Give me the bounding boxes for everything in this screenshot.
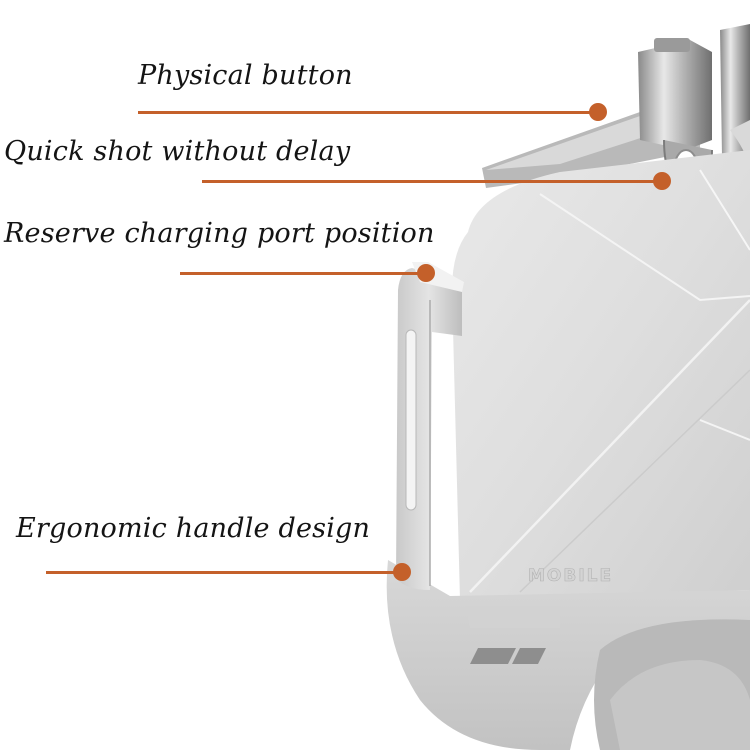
callout-line-quick-shot — [202, 180, 662, 183]
callout-dot-quick-shot — [653, 172, 671, 190]
grip-main-body — [452, 150, 750, 600]
brand-logo-text: MOBILE — [528, 566, 613, 586]
callout-label-quick-shot: Quick shot without delay — [4, 136, 351, 167]
callout-label-physical-button: Physical button — [138, 60, 353, 91]
callout-dot-charging-port — [417, 264, 435, 282]
callout-dot-ergonomic-handle — [393, 563, 411, 581]
ergonomic-handle — [386, 560, 750, 750]
callout-line-physical-button — [138, 111, 598, 114]
callout-label-charging-port: Reserve charging port position — [4, 218, 435, 249]
callout-dot-physical-button — [589, 103, 607, 121]
callout-label-ergonomic-handle: Ergonomic handle design — [16, 513, 371, 544]
callout-line-charging-port — [180, 272, 426, 275]
callout-line-ergonomic-handle — [46, 571, 402, 574]
side-clamp — [396, 262, 464, 590]
